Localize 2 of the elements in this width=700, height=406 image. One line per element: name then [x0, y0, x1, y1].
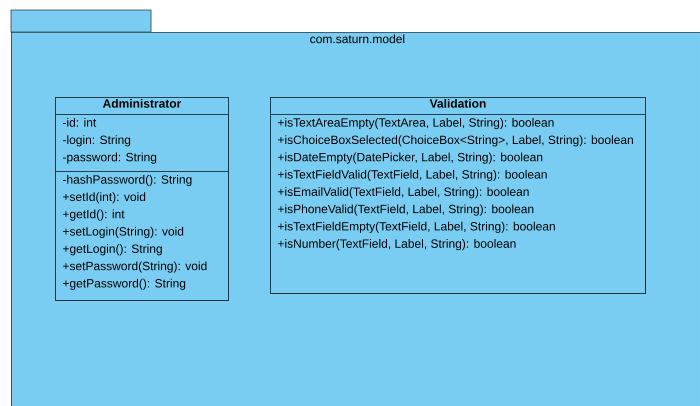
class-compartment: -id: int -login: String -password: String: [55, 114, 229, 172]
class-compartment: +isTextAreaEmpty(TextArea, Label, String): boolean +isChoiceBoxSelected(ChoiceBox<String>, Label, String): boolean +isDateEmpty(DatePicker, Label, String): boolean +isTextFieldValid(TextField, Label, String): boolean +isEmailValid(TextField, Label, String): boolean +isPhoneValid(TextField, Label, String): boolean +isTextFieldEmpty(TextField, Label, String): boolean +isNumber(TextField, Label, String): boolean: [270, 114, 646, 294]
